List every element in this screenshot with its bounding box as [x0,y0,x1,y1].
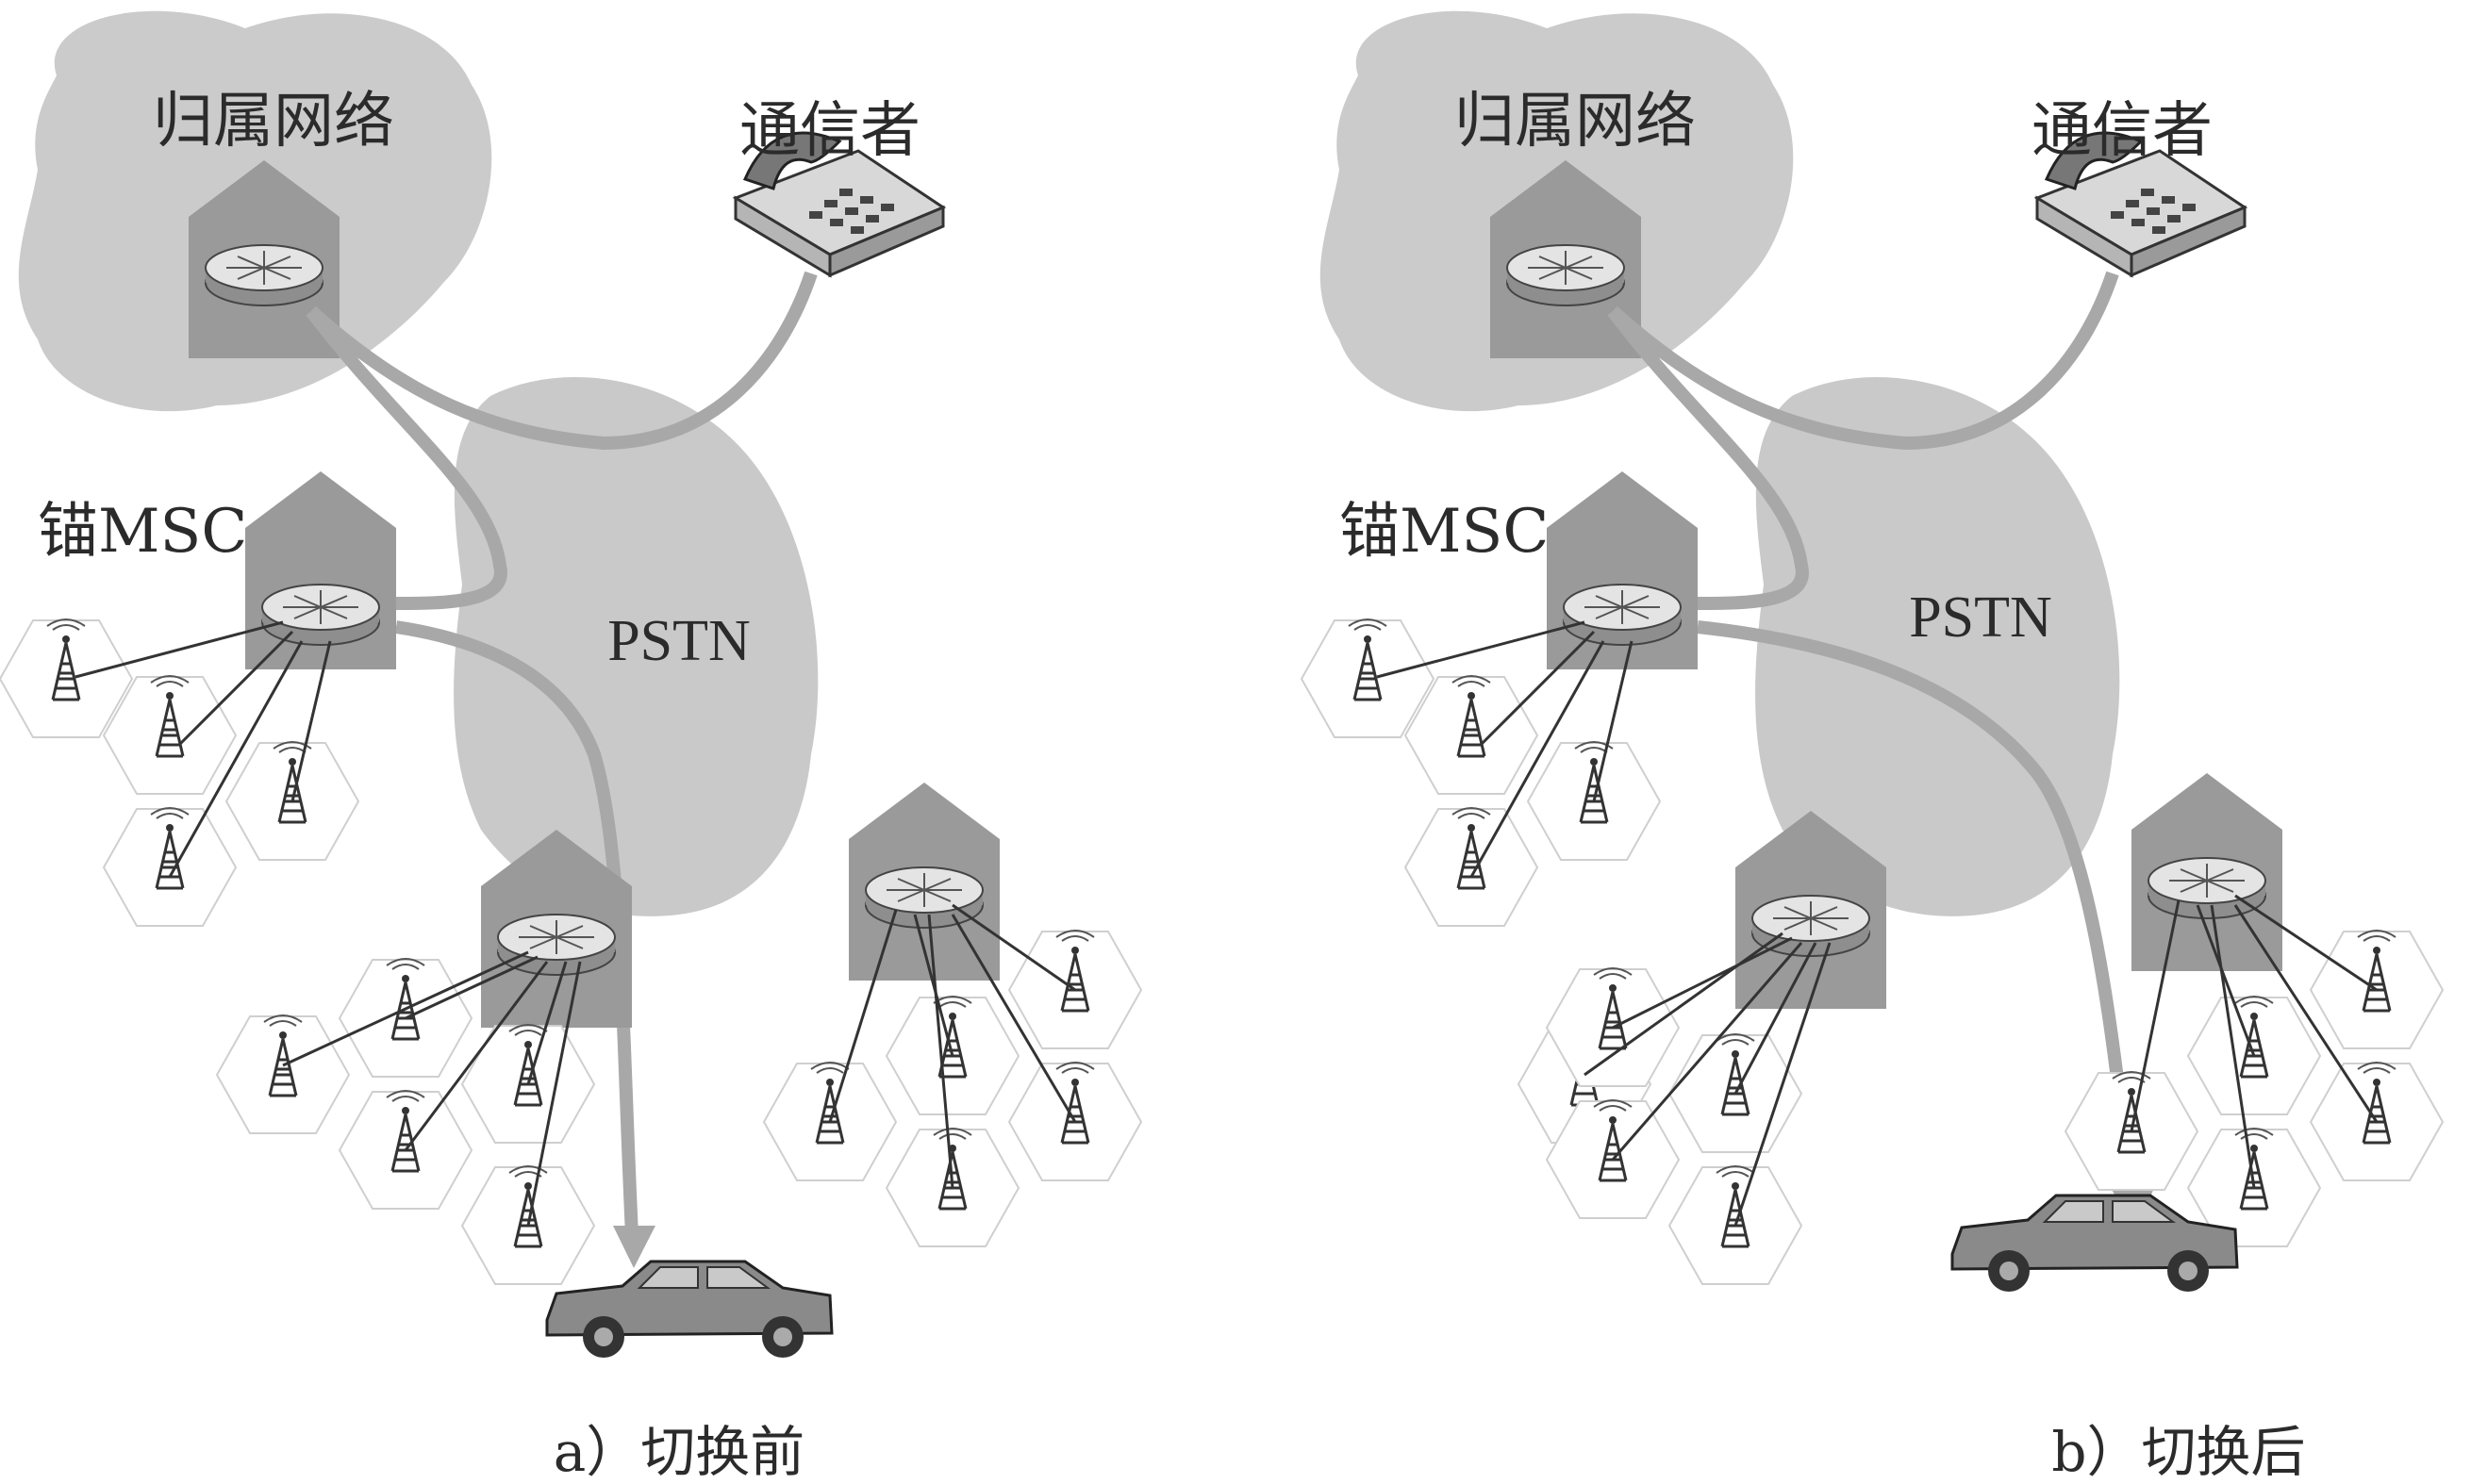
car-icon [1952,1195,2237,1292]
msc-router-icon-right [866,867,983,928]
msc-router-icon-right [2148,858,2265,918]
home-router-icon [1507,245,1624,305]
home-network-label: 归属网络 [1454,87,1696,157]
home-network-label: 归属网络 [153,87,394,157]
panel-after: 归属网络 通信者 锚MSC PSTN b）切换后 [1302,11,2443,1484]
anchor-router-icon [262,585,379,645]
car-icon [547,1261,832,1358]
panel-before: 归属网络 通信者 锚MSC PSTN a）切换前 [0,11,1141,1484]
pstn-label: PSTN [1909,585,2052,650]
caption-after: b）切换后 [2051,1420,2305,1484]
home-router-icon [206,245,323,305]
anchor-msc-label: 锚MSC [38,497,247,567]
msc-router-icon [1752,896,1869,956]
caption-before: a）切换前 [554,1420,805,1484]
anchor-router-icon [1564,585,1681,645]
anchor-msc-label: 锚MSC [1339,497,1549,567]
correspondent-label: 通信者 [739,96,920,166]
pstn-label: PSTN [607,609,751,673]
correspondent-label: 通信者 [2032,96,2213,166]
